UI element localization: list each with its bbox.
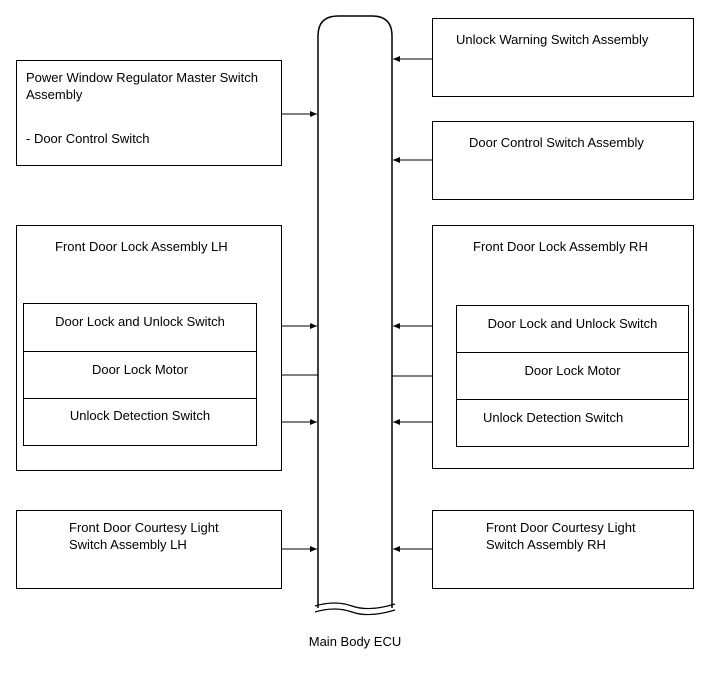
lh-door-lock-motor: Door Lock Motor	[23, 351, 257, 399]
rh-unlock-detection-label: Unlock Detection Switch	[483, 410, 624, 425]
master-switch-title-line1: Power Window Regulator Master Switch	[26, 70, 258, 85]
rh-door-lock-motor: Door Lock Motor	[456, 352, 689, 400]
rh-unlock-detection-switch: Unlock Detection Switch	[456, 399, 689, 447]
unlock-warning-switch-box: Unlock Warning Switch Assembly	[432, 18, 694, 97]
master-switch-box: Power Window Regulator Master Switch Ass…	[16, 60, 282, 166]
lh-courtesy-switch-box: Front Door Courtesy Light Switch Assembl…	[16, 510, 282, 589]
lh-courtesy-line1: Front Door Courtesy Light	[69, 520, 219, 535]
lh-door-lock-motor-label: Door Lock Motor	[91, 362, 189, 377]
rh-lock-unlock-switch: Door Lock and Unlock Switch	[456, 305, 689, 353]
door-control-label: Door Control Switch Assembly	[469, 135, 644, 150]
lh-lock-unlock-switch: Door Lock and Unlock Switch	[23, 303, 257, 352]
ecu-break-line-upper	[314, 602, 396, 610]
lh-courtesy-line2: Switch Assembly LH	[69, 537, 187, 552]
master-switch-title-line2: Assembly	[26, 87, 83, 102]
rh-door-lock-motor-label: Door Lock Motor	[524, 363, 621, 378]
rh-courtesy-line2: Switch Assembly RH	[486, 537, 606, 552]
master-switch-sub-item: - Door Control Switch	[26, 131, 150, 146]
unlock-warning-label: Unlock Warning Switch Assembly	[456, 32, 649, 47]
lh-door-lock-title: Front Door Lock Assembly LH	[55, 239, 228, 254]
lh-lock-unlock-switch-label: Door Lock and Unlock Switch	[55, 314, 225, 329]
lh-unlock-detection-switch: Unlock Detection Switch	[23, 398, 257, 446]
main-body-ecu-label: Main Body ECU	[308, 634, 402, 649]
rh-lock-unlock-switch-label: Door Lock and Unlock Switch	[487, 316, 658, 331]
rh-door-lock-title: Front Door Lock Assembly RH	[473, 239, 648, 254]
main-body-ecu-outline	[317, 15, 393, 608]
door-control-switch-box: Door Control Switch Assembly	[432, 121, 694, 200]
rh-courtesy-switch-box: Front Door Courtesy Light Switch Assembl…	[432, 510, 694, 589]
rh-courtesy-line1: Front Door Courtesy Light	[486, 520, 636, 535]
lh-unlock-detection-label: Unlock Detection Switch	[69, 408, 211, 423]
ecu-break-line-lower	[314, 608, 396, 616]
